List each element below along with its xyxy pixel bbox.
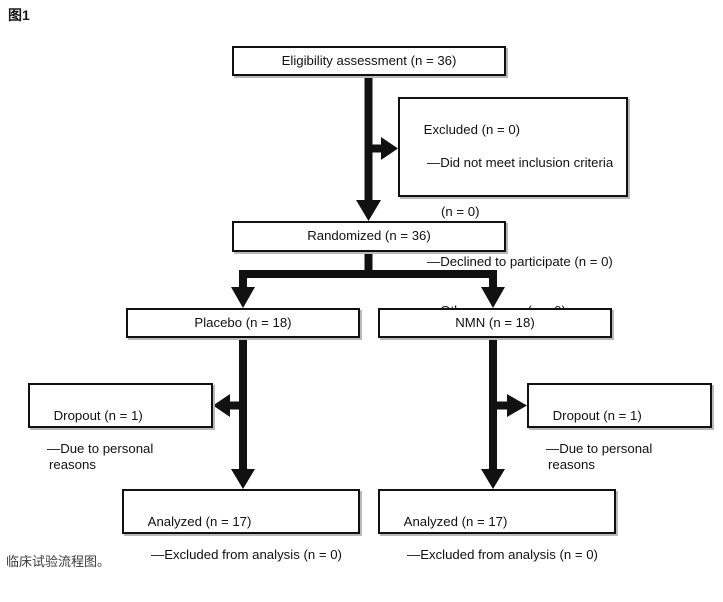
node-analyzed-placebo-title: Analyzed (n = 17): [147, 513, 252, 529]
node-analyzed-placebo-line-1: —Excluded from analysis (n = 0): [151, 546, 342, 562]
node-nmn[interactable]: NMN (n = 18): [378, 308, 612, 338]
node-dropout-placebo-title: Dropout (n = 1): [53, 407, 143, 423]
node-dropout-placebo-content: Dropout (n = 1) —Due to personal reasons: [30, 385, 211, 513]
node-analyzed-nmn[interactable]: Analyzed (n = 17) —Excluded from analysi…: [378, 489, 616, 562]
arrowhead-dropout-nmn: [507, 394, 527, 417]
node-analyzed-nmn-content: Analyzed (n = 17) —Excluded from analysi…: [380, 491, 614, 602]
arrowhead-placebo: [231, 287, 255, 308]
node-dropout-nmn-title: Dropout (n = 1): [552, 407, 642, 423]
connector-split-bar: [239, 270, 497, 278]
node-analyzed-nmn-title: Analyzed (n = 17): [403, 513, 508, 529]
node-excluded-line-3: —Declined to participate (n = 0): [427, 253, 613, 269]
node-randomized-label: Randomized (n = 36): [307, 228, 431, 244]
arrowhead-dropout-placebo: [213, 394, 230, 417]
figure-caption: 临床试验流程图。: [6, 554, 111, 569]
node-placebo-label: Placebo (n = 18): [194, 314, 292, 330]
node-dropout-placebo[interactable]: Dropout (n = 1) —Due to personal reasons: [28, 383, 213, 472]
node-eligibility-assessment-label: Eligibility assessment (n = 36): [281, 52, 457, 68]
node-excluded-line-2: (n = 0): [441, 204, 480, 219]
node-analyzed-placebo[interactable]: Analyzed (n = 17) —Excluded from analysi…: [122, 489, 360, 562]
node-excluded-line-1: —Did not meet inclusion criteria: [427, 154, 614, 170]
connector-split-to-placebo: [239, 270, 247, 293]
node-nmn-label: NMN (n = 18): [455, 314, 535, 330]
node-dropout-placebo-line-1: —Due to personal reasons: [47, 440, 157, 473]
connector-eligibility-to-randomized: [364, 74, 373, 209]
node-excluded-content: Excluded (n = 0) —Did not meet inclusion…: [400, 99, 626, 359]
connector-eligibility-to-excluded: [368, 144, 388, 153]
figure-label: 图1: [8, 7, 30, 23]
connector-placebo-to-analyzed: [239, 338, 247, 478]
node-dropout-nmn[interactable]: Dropout (n = 1) —Due to personal reasons: [527, 383, 712, 472]
node-randomized[interactable]: Randomized (n = 36): [232, 221, 506, 252]
arrowhead-excluded: [381, 137, 398, 160]
connector-placebo-to-dropout: [228, 401, 242, 410]
node-analyzed-placebo-content: Analyzed (n = 17) —Excluded from analysi…: [124, 491, 358, 602]
arrowhead-analyzed-nmn: [481, 469, 505, 489]
connector-nmn-to-analyzed: [489, 338, 497, 478]
node-excluded-title: Excluded (n = 0): [423, 121, 521, 137]
node-eligibility-assessment[interactable]: Eligibility assessment (n = 36): [232, 46, 506, 76]
node-dropout-nmn-content: Dropout (n = 1) —Due to personal reasons: [529, 385, 710, 513]
connector-nmn-to-dropout: [494, 401, 508, 410]
arrowhead-randomized: [356, 200, 381, 221]
connector-split-to-nmn: [489, 270, 497, 293]
node-placebo[interactable]: Placebo (n = 18): [126, 308, 360, 338]
node-analyzed-nmn-line-1: —Excluded from analysis (n = 0): [407, 546, 598, 562]
arrowhead-analyzed-placebo: [231, 469, 255, 489]
arrowhead-nmn: [481, 287, 505, 308]
node-excluded[interactable]: Excluded (n = 0) —Did not meet inclusion…: [398, 97, 628, 318]
node-dropout-nmn-line-1: —Due to personal reasons: [546, 440, 656, 473]
flowchart-connectors: [213, 74, 527, 489]
connector-randomized-stem: [364, 252, 373, 276]
